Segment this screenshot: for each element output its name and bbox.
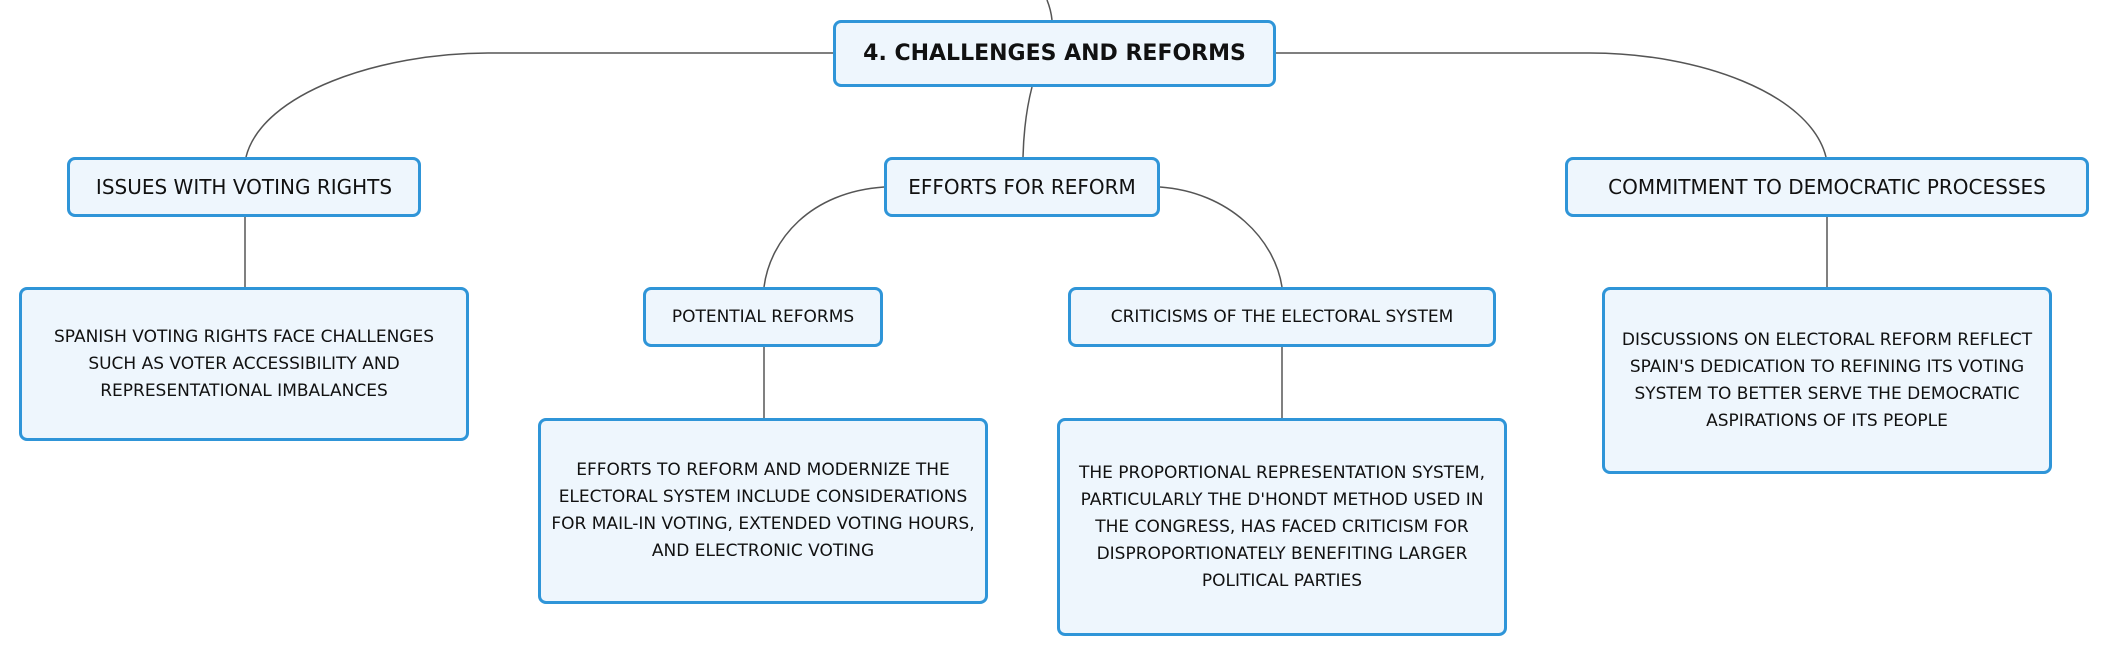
subtopic-criticisms-of-the-electoral-system[interactable]: CRITICISMS OF THE ELECTORAL SYSTEM [1068,287,1496,347]
topic-efforts-for-reform[interactable]: EFFORTS FOR REFORM [884,157,1160,217]
topic-issues-with-voting-rights[interactable]: ISSUES WITH VOTING RIGHTS [67,157,421,217]
connector-from-parent [1046,0,1053,21]
connector-root-issues [245,52,833,158]
root-node[interactable]: 4. CHALLENGES AND REFORMS [833,20,1276,87]
subtopic-label: POTENTIAL REFORMS [671,307,855,327]
topic-commitment-to-democratic-processes[interactable]: COMMITMENT TO DEMOCRATIC PROCESSES [1565,157,2089,217]
connector-root-commitment [1276,52,1827,158]
detail-text: THE PROPORTIONAL REPRESENTATION SYSTEM, … [1078,462,1485,591]
detail-text: EFFORTS TO REFORM AND MODERNIZE THE ELEC… [551,460,975,561]
detail-criticisms-of-the-electoral-system[interactable]: THE PROPORTIONAL REPRESENTATION SYSTEM, … [1057,418,1507,636]
connector-efforts-potential [763,186,885,288]
detail-issues-with-voting-rights[interactable]: SPANISH VOTING RIGHTS FACE CHALLENGES SU… [19,287,469,441]
connector-efforts-criticisms [1159,186,1283,288]
detail-text: DISCUSSIONS ON ELECTORAL REFORM REFLECT … [1621,329,2033,431]
detail-text: SPANISH VOTING RIGHTS FACE CHALLENGES SU… [53,326,434,401]
detail-potential-reforms[interactable]: EFFORTS TO REFORM AND MODERNIZE THE ELEC… [538,418,988,604]
detail-commitment-to-democratic-processes[interactable]: DISCUSSIONS ON ELECTORAL REFORM REFLECT … [1602,287,2052,474]
topic-label: EFFORTS FOR REFORM [908,175,1136,199]
root-node-label: 4. CHALLENGES AND REFORMS [863,41,1246,66]
topic-label: ISSUES WITH VOTING RIGHTS [95,175,393,199]
subtopic-potential-reforms[interactable]: POTENTIAL REFORMS [643,287,883,347]
topic-label: COMMITMENT TO DEMOCRATIC PROCESSES [1608,175,2046,199]
connector-root-efforts [1022,86,1033,158]
subtopic-label: CRITICISMS OF THE ELECTORAL SYSTEM [1110,307,1454,327]
